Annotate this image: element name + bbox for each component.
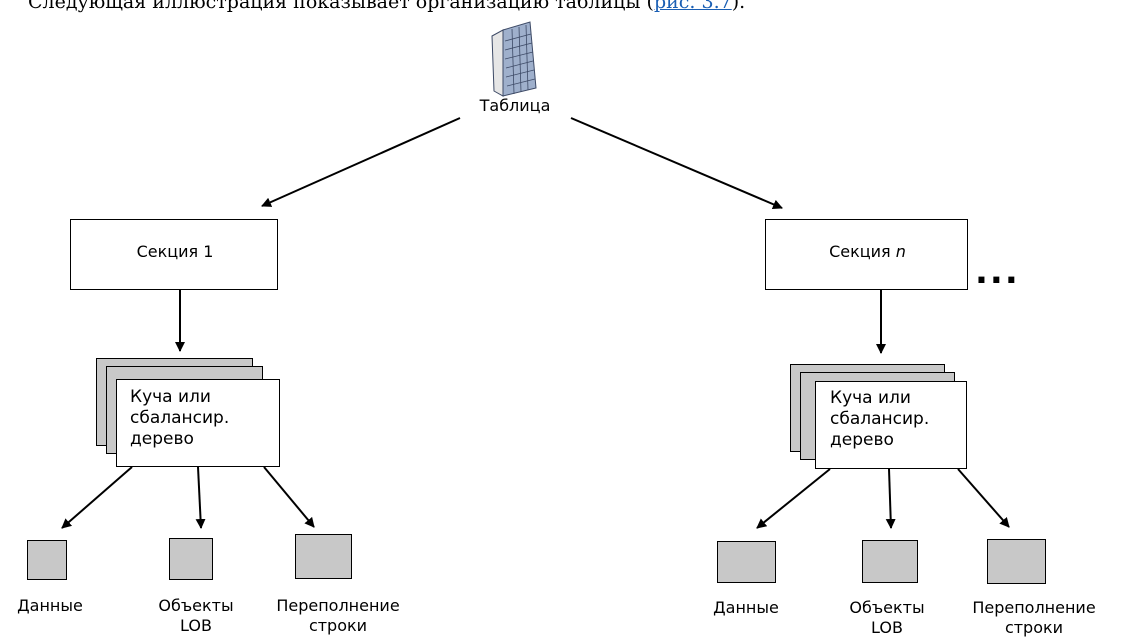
leaf-n-data-label: Данные bbox=[713, 598, 779, 617]
intro-tail: ). bbox=[731, 0, 746, 13]
structure-n-box: Куча или сбалансир. дерево bbox=[815, 381, 967, 469]
leaf-1-lob bbox=[169, 538, 213, 580]
edge-table-to-partition-n bbox=[570, 117, 783, 210]
intro-paragraph: Следующая иллюстрация показывает организ… bbox=[28, 0, 745, 13]
leaf-1-overflow-label: Переполнение строки bbox=[276, 596, 400, 635]
edge-structure-n-to-overflow bbox=[957, 468, 1010, 528]
table-label: Таблица bbox=[479, 96, 551, 115]
structure-n-label: Куча или сбалансир. дерево bbox=[830, 388, 930, 450]
leaf-n-overflow-label: Переполнение строки bbox=[972, 598, 1096, 637]
partition-n-box: Секция n bbox=[765, 219, 968, 290]
figure-link[interactable]: рис. 3.7 bbox=[653, 0, 732, 13]
leaf-1-data-label: Данные bbox=[17, 596, 83, 615]
partition-1-label: Секция 1 bbox=[136, 242, 214, 261]
leaf-1-data bbox=[27, 540, 67, 580]
leaf-1-row-overflow bbox=[295, 534, 352, 579]
edge-table-to-partition-1 bbox=[261, 117, 461, 207]
edge-structure-1-to-overflow bbox=[263, 466, 315, 528]
partition-1-number: 1 bbox=[203, 242, 214, 261]
leaf-1-lob-label: Объекты LOB bbox=[158, 596, 234, 635]
edge-structure-1-to-lob bbox=[195, 466, 206, 529]
edge-structure-n-to-data bbox=[756, 468, 831, 529]
edge-structure-n-to-lob bbox=[885, 468, 896, 529]
leaf-n-lob bbox=[862, 540, 918, 583]
partition-1-box: Секция 1 bbox=[70, 219, 278, 290]
leaf-n-lob-label: Объекты LOB bbox=[849, 598, 925, 637]
leaf-n-row-overflow bbox=[987, 539, 1046, 584]
partition-n-label: Секция n bbox=[829, 242, 906, 261]
intro-text: Следующая иллюстрация показывает организ… bbox=[28, 0, 654, 13]
structure-1-label: Куча или сбалансир. дерево bbox=[130, 387, 230, 449]
partition-n-number: n bbox=[895, 242, 906, 261]
leaf-n-data bbox=[717, 541, 776, 583]
structure-1-box: Куча или сбалансир. дерево bbox=[116, 379, 280, 467]
more-partitions-ellipsis: ... bbox=[975, 252, 1020, 292]
spreadsheet-icon bbox=[491, 21, 537, 97]
edge-structure-1-to-data bbox=[61, 466, 133, 529]
